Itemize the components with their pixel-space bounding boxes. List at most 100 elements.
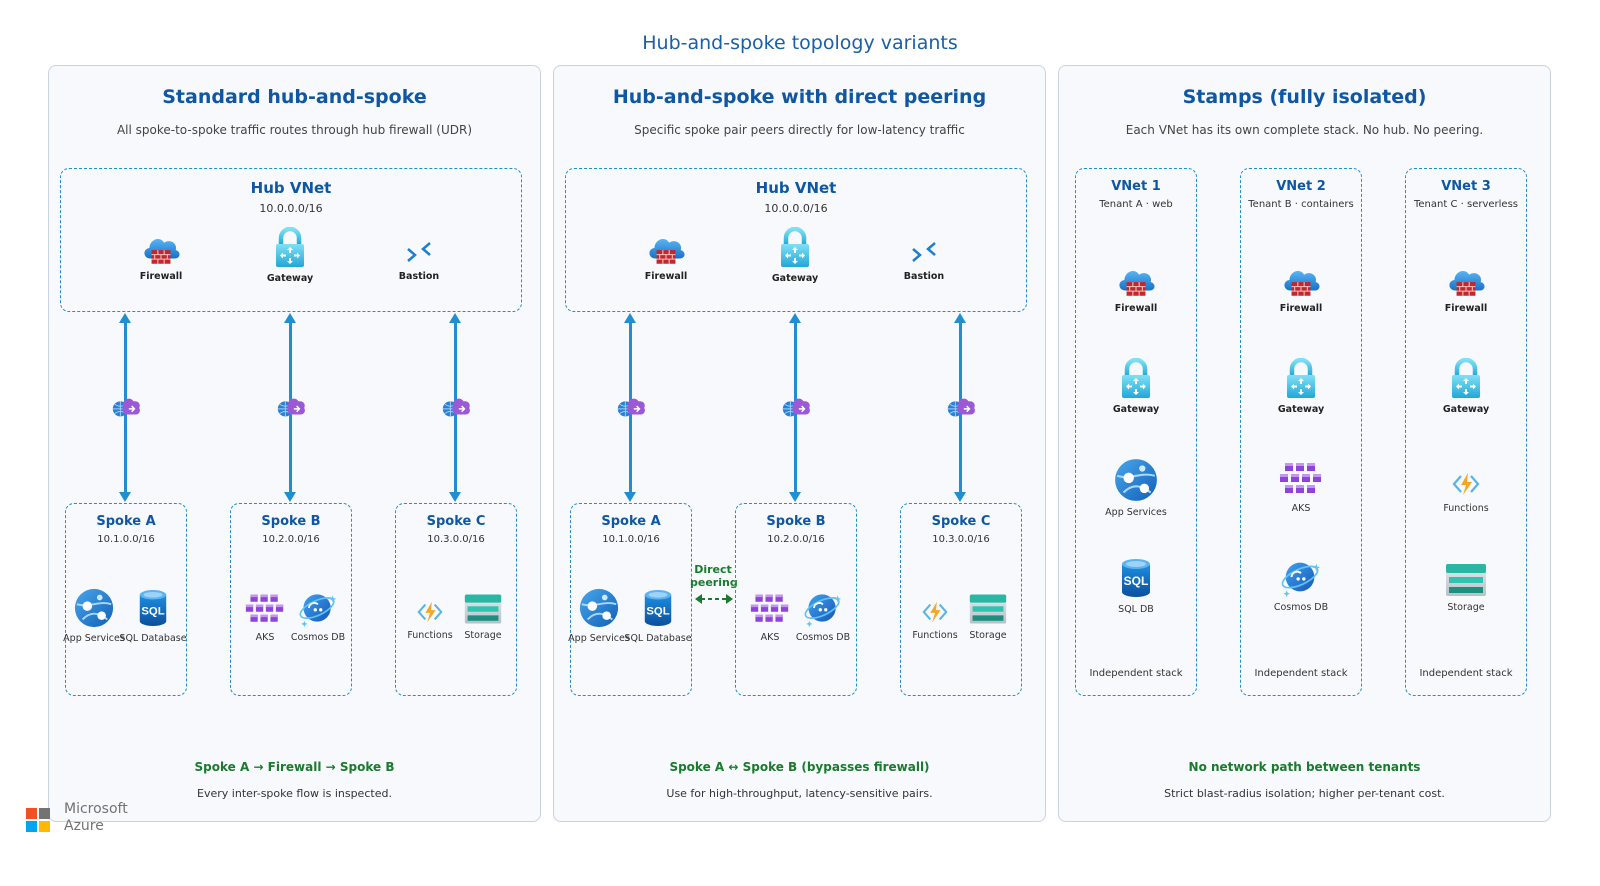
vnet-3-box: VNet 3 Tenant C · serverless Firewall Ga… [1405, 168, 1527, 696]
peering-icon [945, 393, 977, 421]
service-label: Gateway [1442, 404, 1490, 415]
hub-bastion: Bastion [379, 237, 459, 282]
functions-icon [416, 598, 444, 626]
panel-stamps: Stamps (fully isolated) Each VNet has it… [1058, 65, 1551, 822]
svc-cosmos-db: Cosmos DB [789, 588, 857, 643]
hub-bastion: Bastion [884, 237, 964, 282]
svc-firewall: Firewall [1261, 261, 1341, 314]
svc-firewall: Firewall [1426, 261, 1506, 314]
gateway-icon [1283, 358, 1319, 400]
gateway-icon [1118, 358, 1154, 400]
service-label: App Services [568, 633, 630, 644]
hub-firewall: Firewall [121, 229, 201, 282]
service-label: Firewall [139, 271, 183, 282]
svc-sql-database: SQL Database [119, 587, 187, 644]
service-label: Functions [912, 630, 958, 641]
spoke-cidr: 10.3.0.0/16 [932, 534, 990, 545]
firewall-icon [140, 229, 182, 267]
svc-aks: AKS [1261, 459, 1341, 514]
spoke-title: Spoke C [426, 514, 486, 529]
storage-icon [463, 592, 503, 626]
service-label: App Services [1105, 507, 1167, 518]
gateway-icon [272, 227, 308, 269]
peering-icon [780, 393, 812, 421]
service-label: Storage [969, 630, 1007, 641]
hub-gateway: Gateway [755, 227, 835, 284]
sql-database-icon [136, 587, 170, 629]
spoke-title: Spoke C [931, 514, 991, 529]
service-label: Cosmos DB [1273, 602, 1329, 613]
vnet-title: VNet 2 [1276, 179, 1326, 194]
svc-sql-database: SQL Database [624, 587, 692, 644]
spoke-title: Spoke B [766, 514, 826, 529]
spoke-cidr: 10.3.0.0/16 [427, 534, 485, 545]
spoke-c-box: Spoke C 10.3.0.0/16 Functions Storage [900, 503, 1022, 696]
svc-storage: Storage [1426, 562, 1506, 613]
service-label: Firewall [644, 271, 688, 282]
sql-database-icon [641, 587, 675, 629]
vnet-tenant: Tenant C · serverless [1414, 199, 1518, 210]
flow-summary: Spoke A → Firewall → Spoke B [194, 760, 395, 774]
firewall-icon [1445, 261, 1487, 299]
svc-cosmos-db: Cosmos DB [1261, 556, 1341, 613]
vnet-tenant: Tenant B · containers [1248, 199, 1354, 210]
svc-functions: Functions [1426, 469, 1506, 514]
service-label: Firewall [1114, 303, 1158, 314]
app-services-icon [578, 587, 620, 629]
service-label: Bastion [398, 271, 440, 282]
hub-cidr: 10.0.0.0/16 [259, 202, 323, 215]
firewall-icon [1115, 261, 1157, 299]
svc-app-services: App Services [565, 587, 633, 644]
peering-icon [615, 393, 647, 421]
svc-cosmos-db: Cosmos DB [284, 588, 352, 643]
hub-title: Hub VNet [755, 179, 837, 197]
service-label: App Services [63, 633, 125, 644]
sql-database-icon [1118, 556, 1154, 600]
connector-arrow [119, 492, 131, 502]
panel-standard: Standard hub-and-spoke All spoke-to-spok… [48, 65, 541, 822]
spoke-title: Spoke A [601, 514, 661, 529]
service-label: Firewall [1279, 303, 1323, 314]
connector-arrow [789, 313, 801, 323]
spoke-title: Spoke B [261, 514, 321, 529]
peering-icon [275, 393, 307, 421]
cosmos-db-icon [803, 588, 843, 628]
service-label: Storage [464, 630, 502, 641]
service-label: Gateway [1112, 404, 1160, 415]
service-label: Firewall [1444, 303, 1488, 314]
connector-arrow [954, 313, 966, 323]
service-label: Functions [407, 630, 453, 641]
aks-icon [245, 590, 285, 628]
service-label: SQL Database [624, 633, 692, 644]
svc-sql-db: SQL DB [1096, 556, 1176, 615]
connector-arrow [284, 492, 296, 502]
connector-arrow [449, 313, 461, 323]
connector-arrow [624, 492, 636, 502]
service-label: AKS [255, 632, 275, 643]
service-label: SQL DB [1118, 604, 1154, 615]
hub-vnet-box: Hub VNet 10.0.0.0/16 Firewall Gateway Ba… [60, 168, 522, 312]
hub-gateway: Gateway [250, 227, 330, 284]
storage-icon [968, 592, 1008, 626]
service-label: Functions [1443, 503, 1489, 514]
aks-icon [750, 590, 790, 628]
spoke-b-box: Spoke B 10.2.0.0/16 AKS Cosmos DB [230, 503, 352, 696]
panel-title: Stamps (fully isolated) [1182, 86, 1427, 108]
svc-functions: Functions [396, 598, 464, 641]
spoke-cidr: 10.2.0.0/16 [262, 534, 320, 545]
flow-summary: Spoke A ↔ Spoke B (bypasses firewall) [669, 760, 930, 774]
page-title: Hub-and-spoke topology variants [642, 32, 958, 54]
app-services-icon [73, 587, 115, 629]
logo-text: Microsoft Azure [64, 801, 128, 835]
logo-line1: Microsoft [64, 801, 128, 817]
spoke-c-box: Spoke C 10.3.0.0/16 Functions Storage [395, 503, 517, 696]
app-services-icon [1113, 457, 1159, 503]
direct-label-line2: peering [690, 576, 738, 589]
gateway-icon [1448, 358, 1484, 400]
bastion-icon [404, 237, 434, 267]
peering-icon [440, 393, 472, 421]
service-label: AKS [1291, 503, 1311, 514]
connector-arrow [789, 492, 801, 502]
panel-subtitle: Specific spoke pair peers directly for l… [634, 123, 965, 137]
svc-aks: AKS [736, 590, 804, 643]
